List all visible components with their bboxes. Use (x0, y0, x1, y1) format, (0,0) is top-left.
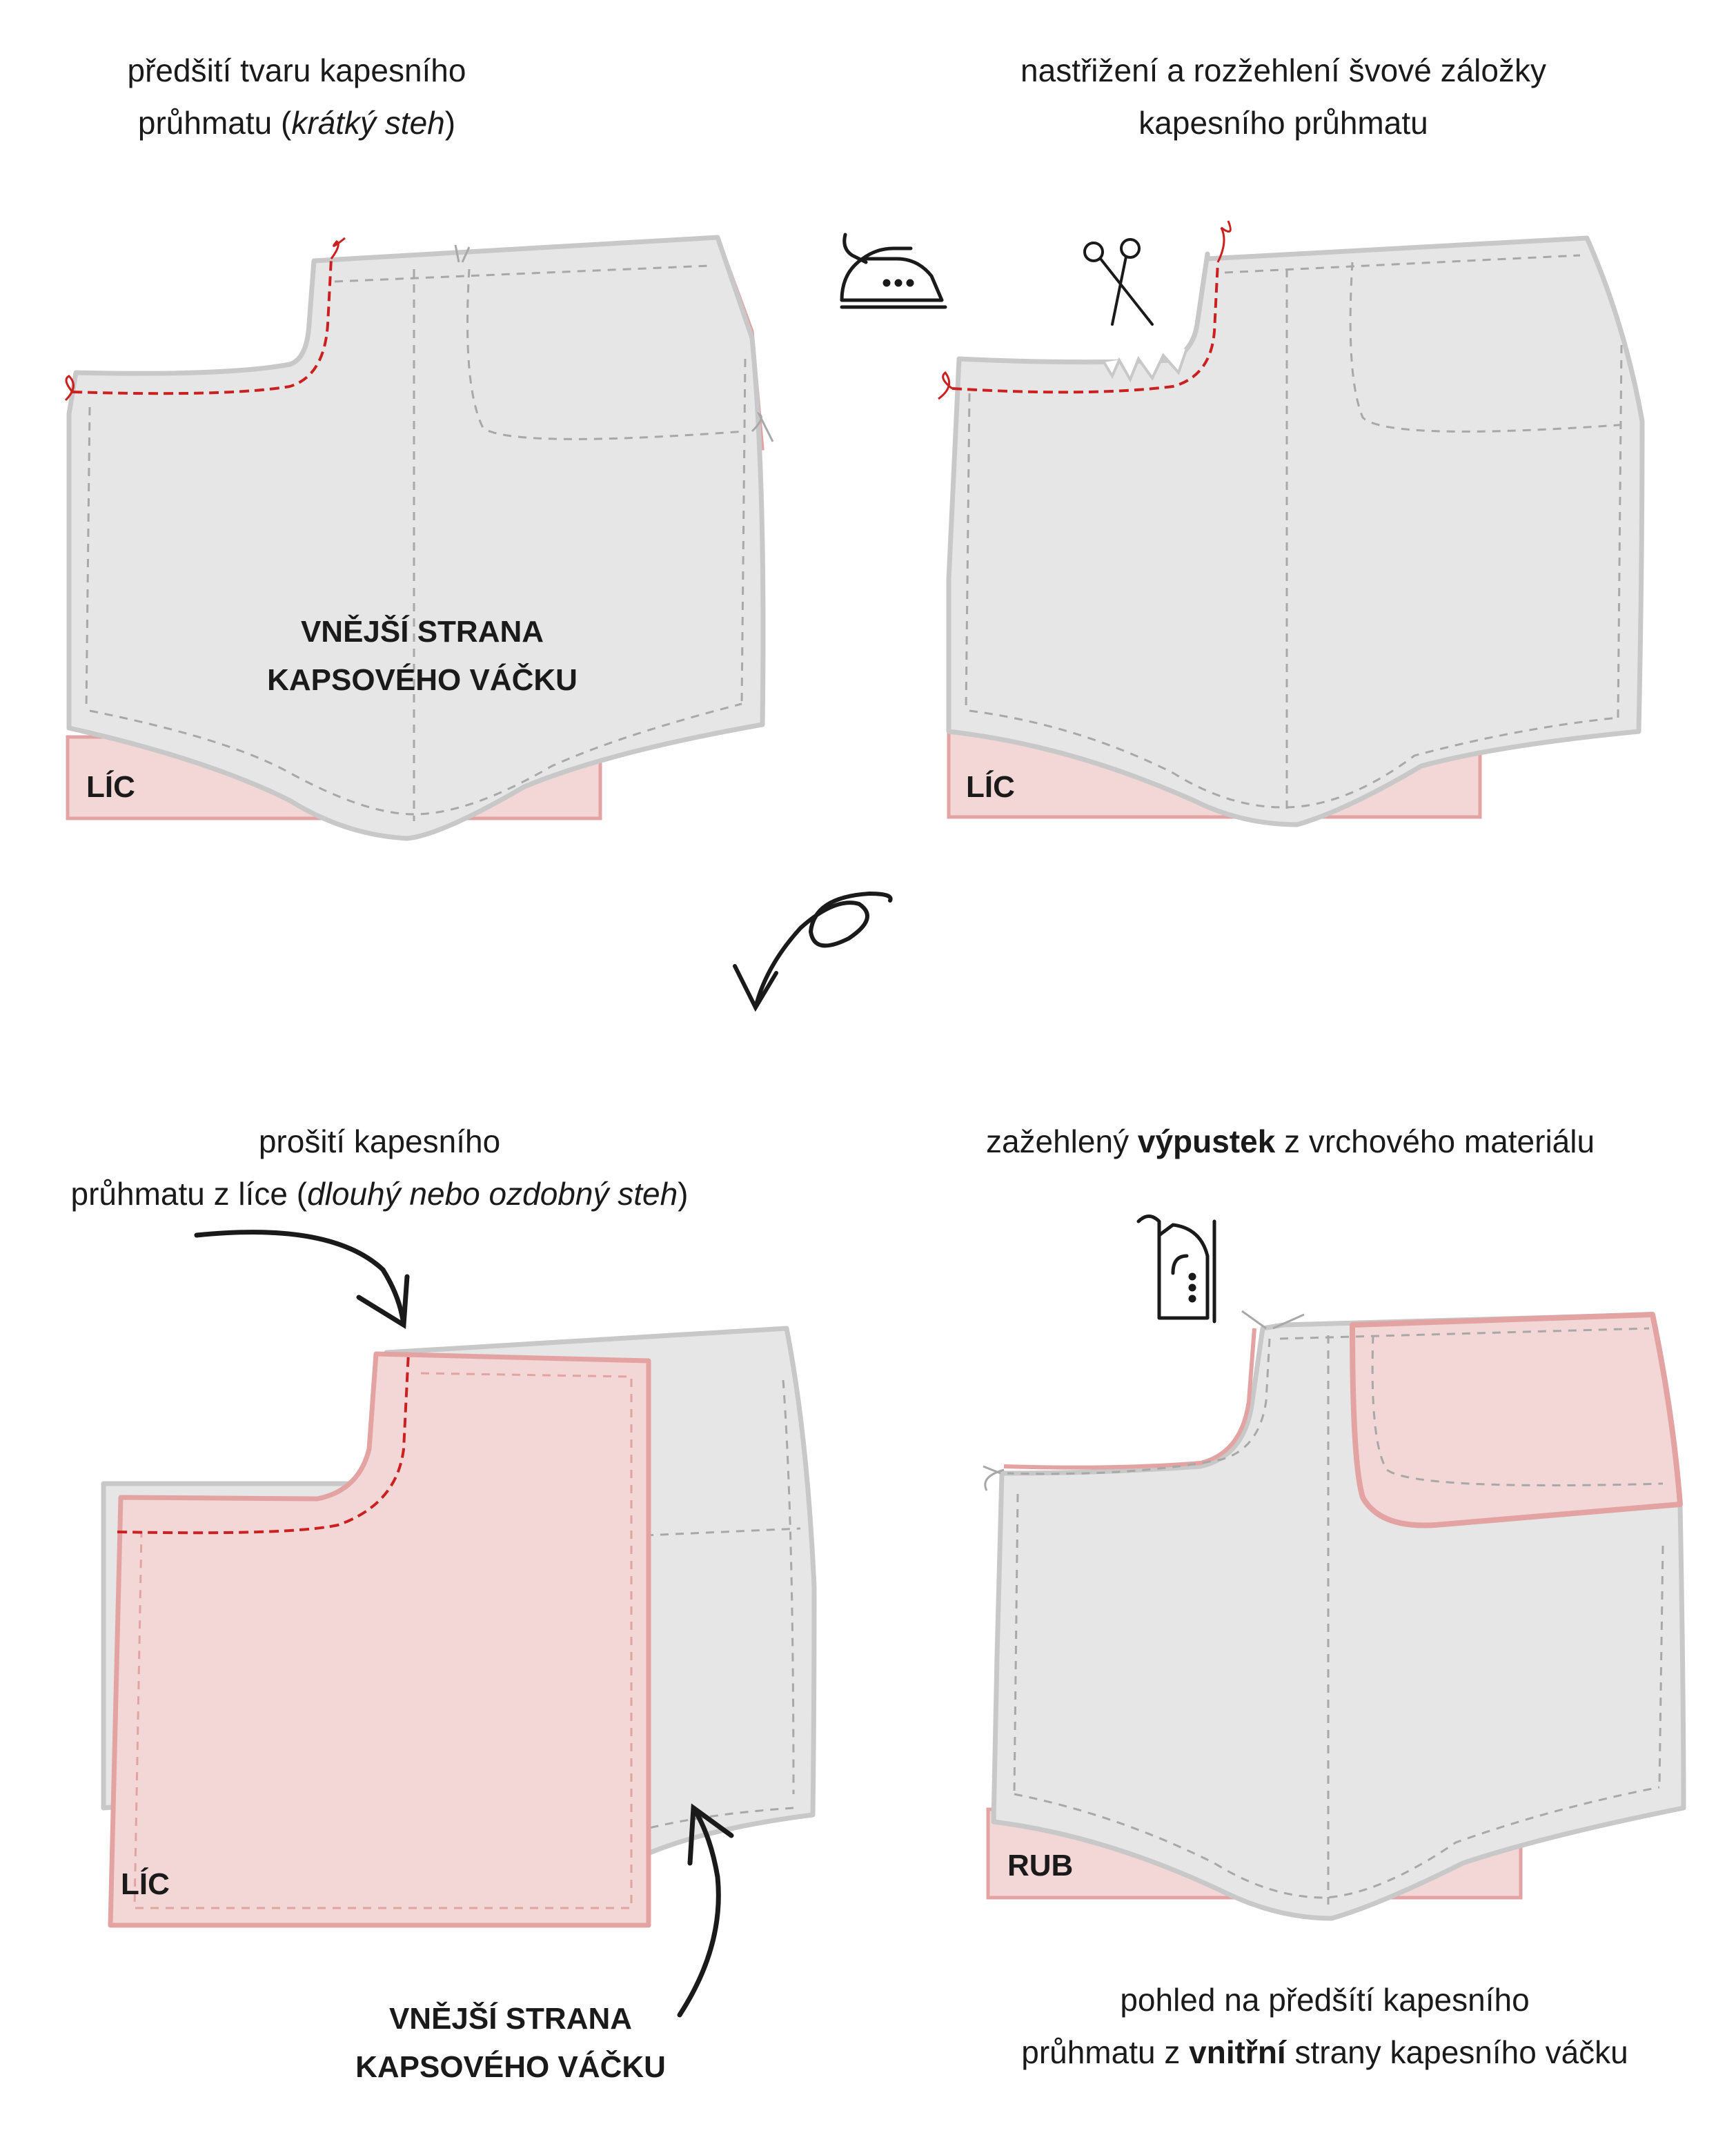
fabric-piece (66, 235, 766, 841)
thread-tail (1216, 220, 1232, 263)
thread-tail (1241, 1310, 1305, 1330)
center-label-line1: VNĚJŠÍ STRANA (301, 613, 544, 649)
thread-tail (454, 244, 471, 263)
clip-notches (1103, 348, 1188, 383)
stitch-lines (85, 264, 747, 821)
caption-bottom-left: prošití kapesního průhmatu z líce (dlouh… (70, 1123, 689, 1212)
red-basting-stitch (72, 258, 333, 395)
thread-tail (64, 375, 75, 402)
curved-arrow-icon (677, 1803, 734, 2018)
panel-top-right: LÍC (938, 220, 1645, 827)
bottom-label-line1: VNĚJŠÍ STRANA (389, 2000, 632, 2036)
welt-facing-pink (1350, 1312, 1683, 1528)
thread-tail (330, 237, 346, 259)
thread-tail (983, 1465, 1005, 1491)
thread-tail (751, 411, 774, 442)
iron-icon (840, 233, 947, 309)
side-label-rub: RUB (1007, 1849, 1073, 1882)
bottom-label-line2: KAPSOVÉHO VÁČKU (355, 2049, 666, 2084)
red-topstitch (117, 1352, 410, 1535)
panel-bottom-left: LÍC VNĚJŠÍ STRANA KAPSOVÉHO VÁČKU (101, 1326, 817, 2084)
stitch-lines (965, 254, 1629, 814)
caption-top-right: nastřižení a rozžehlení švové záložky ka… (1020, 52, 1546, 141)
stitch-lines (1007, 1327, 1664, 1905)
welt-edge-outline (1003, 1328, 1256, 1470)
fabric-piece (946, 235, 1645, 827)
flip-arrow-icon (733, 891, 893, 1012)
iron-icon (1136, 1214, 1216, 1324)
stitch-lines-pink (133, 1372, 633, 1909)
panel-top-left: VNĚJŠÍ STRANA KAPSOVÉHO VÁČKU LÍC (64, 235, 774, 841)
curved-arrow-icon (194, 1230, 410, 1330)
side-label-lic: LÍC (121, 1867, 170, 1901)
scissors-icon (1083, 238, 1154, 326)
side-label-lic: LÍC (86, 769, 135, 804)
center-label-line2: KAPSOVÉHO VÁČKU (267, 662, 578, 697)
side-label-lic: LÍC (966, 769, 1015, 804)
panel-bottom-right: RUB (983, 1310, 1686, 1921)
thread-tail (938, 371, 953, 400)
caption-bottom-right: zažehlený výpustek z vrchového materiálu (985, 1123, 1595, 1159)
caption-bottom-right-view: pohled na předšítí kapesního průhmatu z … (1021, 1982, 1628, 2070)
caption-top-left: předšití tvaru kapesního průhmatu (krátk… (127, 52, 466, 141)
red-basting-stitch (951, 262, 1219, 394)
pocket-facing-pink (108, 1351, 651, 1928)
